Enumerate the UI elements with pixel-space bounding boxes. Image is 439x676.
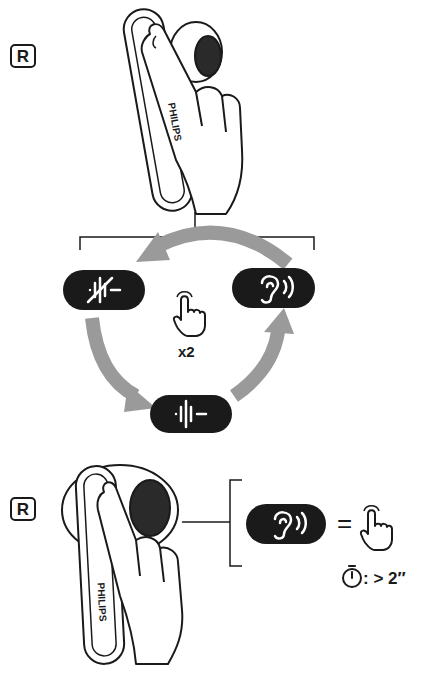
- tap-icon: [174, 292, 205, 336]
- side-badge: R: [10, 44, 36, 68]
- bracket-bottom: [182, 480, 242, 566]
- stopwatch-icon: [343, 566, 361, 587]
- hand-bottom: [97, 482, 182, 664]
- side-letter: R: [17, 501, 29, 518]
- equals-sign: =: [337, 510, 352, 536]
- mode-pill-anc-on: [150, 395, 232, 433]
- mode-pill-awareness: [232, 268, 315, 308]
- brand-text: PHILIPS: [95, 582, 107, 621]
- repeat-count: x2: [178, 344, 195, 359]
- mode-pill-awareness-hold: [246, 504, 326, 544]
- duration-text: : > 2″: [363, 570, 406, 587]
- cycle-arrows: [92, 232, 294, 412]
- mode-pill-anc-off: [63, 270, 145, 310]
- side-letter: R: [17, 48, 29, 65]
- tap-icon-hold: [361, 506, 392, 550]
- hand-top: [142, 24, 243, 214]
- side-badge: R: [10, 497, 36, 521]
